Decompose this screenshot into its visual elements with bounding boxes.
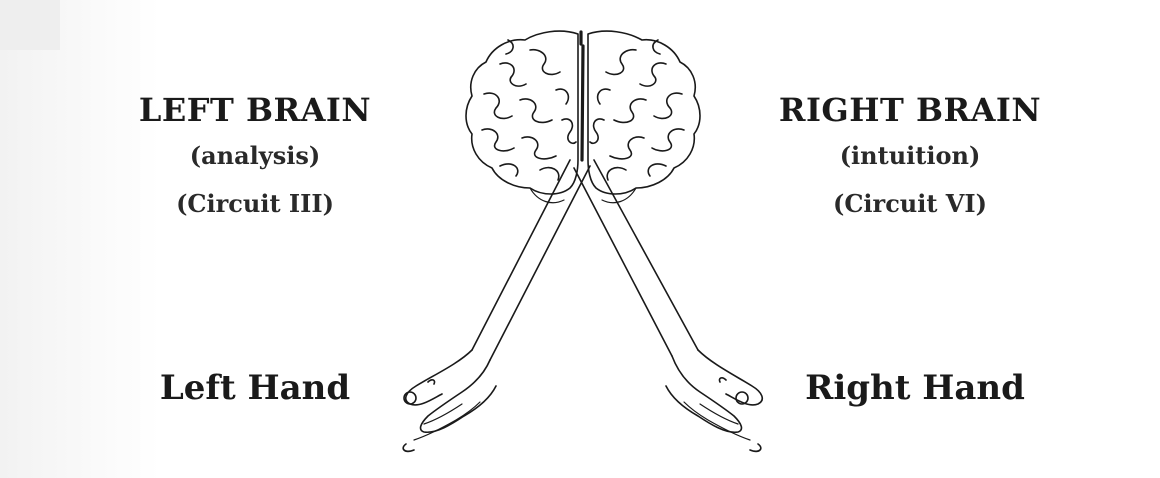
- left-brain-circuit: (Circuit III): [176, 189, 334, 218]
- right-brain-function: (intuition): [839, 141, 981, 170]
- right-brain-title: RIGHT BRAIN: [778, 91, 1042, 129]
- background-corner: [0, 0, 60, 50]
- left-arm-icon: [402, 159, 591, 453]
- left-brain-title: LEFT BRAIN: [138, 91, 372, 129]
- background-shade: [0, 0, 160, 478]
- left-hand-label: Left Hand: [159, 368, 351, 408]
- left-brain-function: (analysis): [189, 141, 321, 170]
- left-brain-label: LEFT BRAIN (analysis) (Circuit III): [95, 88, 415, 228]
- right-arm-icon: [573, 159, 764, 453]
- right-brain-label: RIGHT BRAIN (intuition) (Circuit VI): [750, 88, 1070, 228]
- right-hand-label: Right Hand: [805, 368, 1025, 408]
- right-brain-circuit: (Circuit VI): [832, 189, 988, 218]
- brain-hands-illustration: [402, 30, 764, 453]
- brain-icon: [465, 30, 701, 204]
